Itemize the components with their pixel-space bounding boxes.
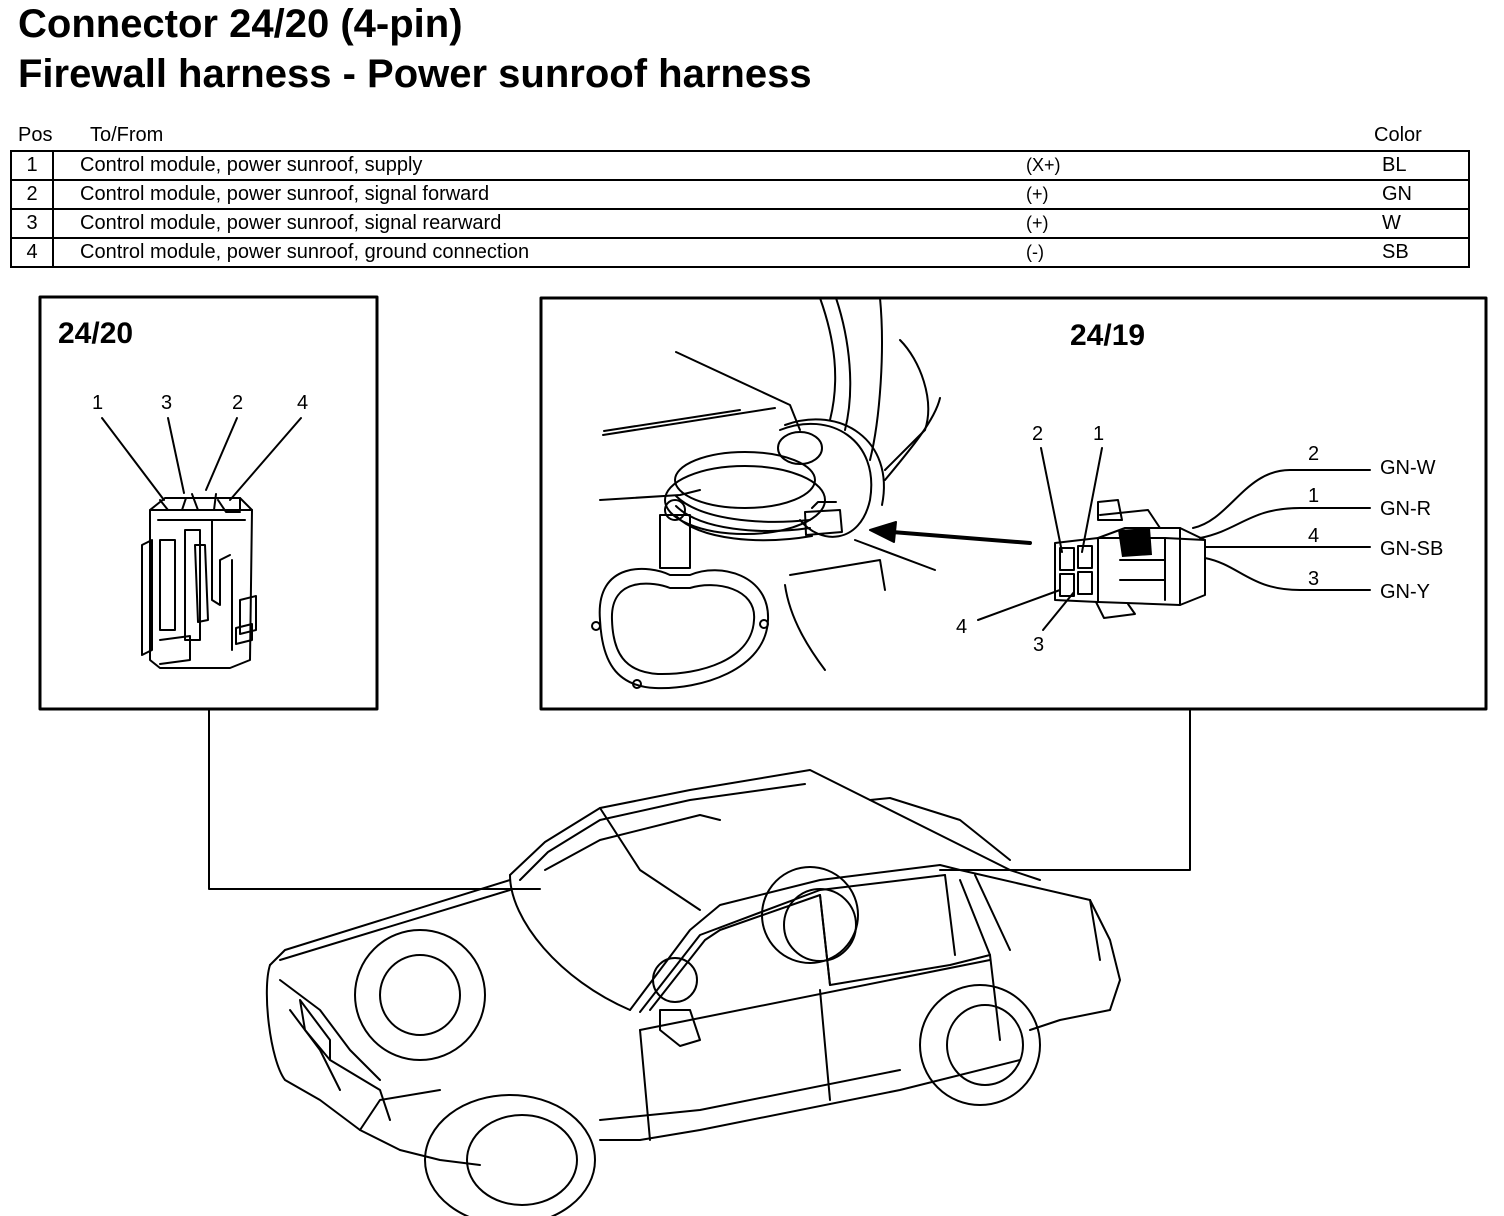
page-subtitle: Firewall harness - Power sunroof harness [18, 52, 812, 96]
cell-color: BL [1382, 150, 1470, 181]
connector-24-19-frame [539, 296, 1488, 711]
mounting-location-drawing [591, 297, 941, 690]
pin-number: 4 [297, 392, 308, 414]
cell-pos: 3 [10, 208, 54, 239]
pin-leaders [101, 417, 302, 501]
pin-number: 2 [232, 392, 243, 414]
header-pos: Pos [18, 124, 53, 146]
cell-pos: 4 [10, 237, 54, 268]
connector-24-19-drawing [1054, 499, 1206, 619]
cell-polarity: (+) [1018, 179, 1382, 210]
pin-number: 1 [1093, 423, 1104, 445]
cell-polarity: (+) [1018, 208, 1382, 239]
cell-to-from: Control module, power sunroof, supply [53, 150, 1018, 181]
cell-color: GN [1382, 179, 1470, 210]
connector-24-19-panel: 24/19 [539, 296, 1488, 711]
pin-number: 1 [92, 392, 103, 414]
cell-color: W [1382, 208, 1470, 239]
wire-color-label: GN-R [1380, 498, 1431, 520]
table-row: 1 Control module, power sunroof, supply … [10, 150, 1470, 181]
cell-polarity: (-) [1018, 237, 1382, 268]
table-row: 2 Control module, power sunroof, signal … [10, 179, 1470, 210]
table-row: 3 Control module, power sunroof, signal … [10, 208, 1470, 239]
wire-color-label: GN-W [1380, 457, 1436, 479]
pin-number: 3 [161, 392, 172, 414]
connector-24-19-label: 24/19 [1070, 319, 1145, 352]
wire-color-label: GN-Y [1380, 581, 1430, 603]
cell-to-from: Control module, power sunroof, ground co… [53, 237, 1018, 268]
wire-color-label: GN-SB [1380, 538, 1443, 560]
pin-number: 4 [956, 616, 967, 638]
connector-24-20-panel: 24/20 1 3 2 4 [38, 295, 379, 711]
connector-24-20-frame [38, 295, 379, 711]
wire-pin-number: 2 [1308, 443, 1319, 465]
cell-to-from: Control module, power sunroof, signal re… [53, 208, 1018, 239]
cell-pos: 1 [10, 150, 54, 181]
location-arrow [869, 521, 1032, 545]
car-illustration [265, 769, 1121, 1216]
cell-to-from: Control module, power sunroof, signal fo… [53, 179, 1018, 210]
pin-number: 3 [1033, 634, 1044, 656]
wire-pin-number: 4 [1308, 525, 1319, 547]
pin-table: 1 Control module, power sunroof, supply … [10, 150, 1470, 268]
header-to-from: To/From [90, 124, 164, 146]
connector-24-20-label: 24/20 [58, 317, 133, 350]
wire-pin-number: 3 [1308, 568, 1319, 590]
wire-leads [1192, 469, 1371, 591]
cell-color: SB [1382, 237, 1470, 268]
cell-pos: 2 [10, 179, 54, 210]
cell-polarity: (X+) [1018, 150, 1382, 181]
wire-pin-number: 1 [1308, 485, 1319, 507]
face-pin-leaders [977, 447, 1103, 631]
pin-number: 2 [1032, 423, 1043, 445]
header-color: Color [1374, 124, 1422, 146]
callout-lines [208, 708, 1191, 890]
page-title: Connector 24/20 (4-pin) [18, 2, 463, 46]
table-row: 4 Control module, power sunroof, ground … [10, 237, 1470, 268]
connector-24-20-drawing [141, 493, 257, 669]
